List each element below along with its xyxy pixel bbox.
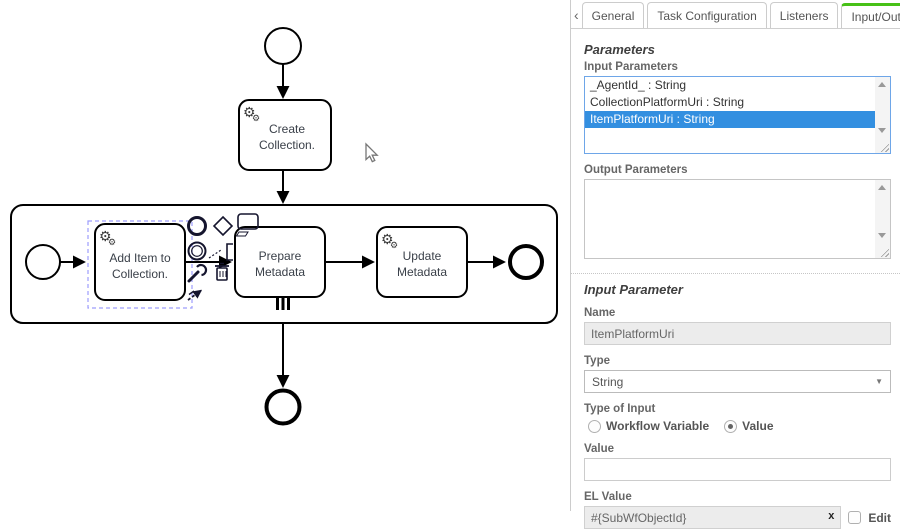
el-value-label: EL Value xyxy=(584,491,632,503)
svg-text:Collection.: Collection. xyxy=(112,267,168,281)
list-item-selected[interactable]: ItemPlatformUri : String xyxy=(585,111,890,128)
contextpad-wrench-icon[interactable] xyxy=(187,270,200,283)
contextpad-connect-icon xyxy=(188,290,195,296)
mouse-cursor-icon xyxy=(365,142,379,163)
name-label: Name xyxy=(584,307,616,319)
type-label: Type xyxy=(584,355,610,367)
list-item[interactable]: _AgentId_ : String xyxy=(590,78,687,92)
name-field[interactable] xyxy=(584,322,891,345)
contextpad-append-gateway-icon[interactable] xyxy=(212,215,234,237)
service-task-gear-icon: ⚙ xyxy=(243,104,256,120)
service-task-gear-icon: ⚙ xyxy=(390,240,398,250)
value-radio-label: Value xyxy=(742,419,774,433)
tab-general[interactable]: General xyxy=(581,2,645,28)
svg-text:Collection.: Collection. xyxy=(259,138,315,152)
section-divider xyxy=(571,273,900,274)
svg-text:Add Item to: Add Item to xyxy=(109,251,171,265)
input-parameters-label: Input Parameters xyxy=(584,61,678,73)
contextpad-append-intermediate-event-icon[interactable] xyxy=(187,241,207,261)
workflow-variable-radio[interactable] xyxy=(588,419,601,433)
contextpad-wrench-icon[interactable] xyxy=(196,263,208,277)
input-parameter-heading: Input Parameter xyxy=(584,282,683,297)
list-item[interactable]: CollectionPlatformUri : String xyxy=(590,95,745,109)
service-task-gear-icon: ⚙ xyxy=(99,228,112,244)
value-label: Value xyxy=(584,443,615,455)
subprocess-start-event[interactable] xyxy=(25,244,61,280)
contextpad-append-intermediate-event-icon xyxy=(191,245,203,257)
contextpad-append-task-icon[interactable] xyxy=(237,213,259,230)
value-field[interactable] xyxy=(584,458,891,481)
task-create-collection[interactable]: ⚙ ⚙ Create Collection. xyxy=(238,99,332,171)
task-add-item-to-collection[interactable]: ⚙ ⚙ Add Item to Collection. xyxy=(94,223,186,301)
scroll-up-icon[interactable] xyxy=(878,185,886,190)
contextpad-trash-icon[interactable] xyxy=(215,262,229,281)
svg-text:Prepare: Prepare xyxy=(259,249,302,263)
bpmn-canvas[interactable]: ⚙ ⚙ Create Collection. ⚙ ⚙ Add Item to C… xyxy=(0,0,570,511)
subprocess-end-event[interactable] xyxy=(508,244,544,280)
scroll-down-icon[interactable] xyxy=(878,233,886,238)
tab-listeners[interactable]: Listeners xyxy=(769,2,839,28)
start-event[interactable] xyxy=(264,27,302,65)
scrollbar[interactable] xyxy=(875,180,890,258)
service-task-gear-icon: ⚙ xyxy=(108,237,116,247)
contextpad-connect-icon[interactable] xyxy=(187,289,203,301)
svg-text:Metadata: Metadata xyxy=(255,265,305,279)
resize-handle-icon[interactable] xyxy=(878,141,889,152)
contextpad-text-annotation-icon[interactable] xyxy=(208,249,222,259)
service-task-gear-icon: ⚙ xyxy=(252,113,260,123)
workflow-variable-radio-label: Workflow Variable xyxy=(606,419,710,433)
parameters-heading: Parameters xyxy=(584,42,655,57)
properties-tabbar: ‹ General Task Configuration Listeners I… xyxy=(571,0,900,29)
input-parameters-listbox[interactable]: _AgentId_ : String CollectionPlatformUri… xyxy=(584,76,891,154)
end-event[interactable] xyxy=(264,388,302,426)
value-radio[interactable] xyxy=(724,419,738,433)
edit-checkbox[interactable] xyxy=(848,511,862,524)
contextpad-text-annotation-icon[interactable] xyxy=(226,243,233,261)
task-update-metadata[interactable]: ⚙ ⚙ Update Metadata xyxy=(376,226,468,298)
svg-text:Create: Create xyxy=(269,122,305,136)
tab-task-configuration[interactable]: Task Configuration xyxy=(647,2,767,28)
dropdown-arrow-icon: ▼ xyxy=(875,377,883,386)
type-select[interactable]: String ▼ xyxy=(584,370,891,393)
svg-text:Metadata: Metadata xyxy=(397,265,447,279)
output-parameters-label: Output Parameters xyxy=(584,164,688,176)
selection-outline xyxy=(87,220,193,309)
contextpad-append-task-sub-icon xyxy=(235,231,249,237)
edit-checkbox-label: Edit xyxy=(868,510,891,525)
type-of-input-radios: Workflow Variable Value xyxy=(588,419,891,433)
parallel-multi-instance-icon xyxy=(276,297,290,310)
clear-icon[interactable]: x xyxy=(828,510,835,522)
properties-panel: ‹ General Task Configuration Listeners I… xyxy=(570,0,900,529)
scroll-up-icon[interactable] xyxy=(878,82,886,87)
task-prepare-metadata[interactable]: Prepare Metadata xyxy=(234,226,326,298)
resize-handle-icon[interactable] xyxy=(878,246,889,257)
svg-text:Update: Update xyxy=(403,249,442,263)
type-select-value: String xyxy=(592,374,624,389)
contextpad-append-end-event-icon[interactable] xyxy=(187,216,207,236)
scrollbar[interactable] xyxy=(875,77,890,153)
scroll-down-icon[interactable] xyxy=(878,128,886,133)
tab-input-output[interactable]: Input/Output xyxy=(841,3,900,28)
el-value-field[interactable] xyxy=(584,506,842,529)
service-task-gear-icon: ⚙ xyxy=(381,231,394,247)
type-of-input-label: Type of Input xyxy=(584,403,656,415)
output-parameters-listbox[interactable] xyxy=(584,179,891,259)
tab-scroll-left-icon[interactable]: ‹ xyxy=(574,7,579,23)
